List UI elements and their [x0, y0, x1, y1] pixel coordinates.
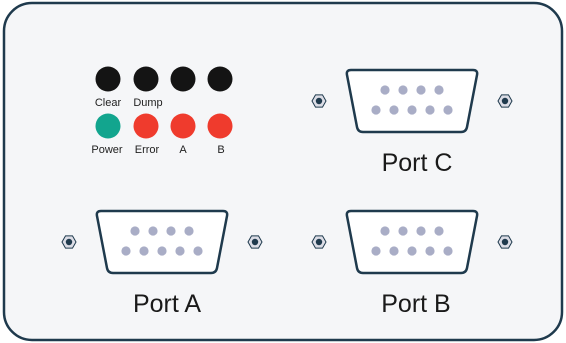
screw-center-icon	[501, 238, 509, 246]
port-c-label: Port C	[382, 149, 453, 177]
port-c-pins	[371, 85, 453, 115]
port-a-pins	[121, 226, 203, 256]
connector-pin	[148, 226, 158, 236]
led-b-label: B	[217, 144, 224, 156]
port-a-shell	[95, 209, 229, 275]
port-a-screw-right	[247, 235, 263, 249]
port-b-label: Port B	[381, 290, 450, 318]
connector-pin	[434, 85, 444, 95]
connector-pin	[193, 246, 203, 256]
connector-pin	[371, 105, 381, 115]
led-unlabeled-4-indicator	[207, 66, 233, 92]
led-power-indicator	[95, 113, 121, 139]
connector-pin	[389, 105, 399, 115]
connector-pin	[398, 226, 408, 236]
port-c-screw-right	[497, 94, 513, 108]
connector-pin	[184, 226, 194, 236]
led-unlabeled-3-indicator	[170, 66, 196, 92]
port-c-screw-left	[311, 94, 327, 108]
connector-pin	[121, 246, 131, 256]
connector-pin	[398, 85, 408, 95]
port-c-connector	[345, 68, 479, 134]
port-a-connector	[95, 209, 229, 275]
led-clear-indicator	[95, 66, 121, 92]
led-dump-label: Dump	[133, 97, 162, 109]
led-error-indicator	[133, 113, 159, 139]
screw-center-icon	[251, 238, 259, 246]
led-a-label: A	[179, 144, 187, 156]
led-a-indicator	[170, 113, 196, 139]
screw-center-icon	[315, 238, 323, 246]
screw-center-icon	[65, 238, 73, 246]
port-b-screw-left	[311, 235, 327, 249]
led-error-label: Error	[135, 144, 160, 156]
connector-pin	[389, 246, 399, 256]
connector-pin	[166, 226, 176, 236]
led-clear-label: Clear	[95, 97, 122, 109]
connector-pin	[371, 246, 381, 256]
connector-pin	[443, 246, 453, 256]
port-b-shell	[345, 209, 479, 275]
connector-pin	[380, 226, 390, 236]
led-b-indicator	[207, 113, 233, 139]
connector-pin	[157, 246, 167, 256]
connector-pin	[416, 226, 426, 236]
connector-pin	[425, 105, 435, 115]
connector-pin	[407, 246, 417, 256]
screw-center-icon	[315, 97, 323, 105]
connector-pin	[130, 226, 140, 236]
led-power-label: Power	[91, 144, 123, 156]
connector-pin	[139, 246, 149, 256]
led-dump-indicator	[133, 66, 159, 92]
connector-pin	[443, 105, 453, 115]
connector-pin	[407, 105, 417, 115]
connector-pin	[434, 226, 444, 236]
port-c-shell	[345, 68, 479, 134]
port-b-screw-right	[497, 235, 513, 249]
connector-pin	[416, 85, 426, 95]
connector-pin	[380, 85, 390, 95]
connector-pin	[425, 246, 435, 256]
connector-pin	[175, 246, 185, 256]
port-a-label: Port A	[133, 290, 201, 318]
port-a-screw-left	[61, 235, 77, 249]
port-b-pins	[371, 226, 453, 256]
screw-center-icon	[501, 97, 509, 105]
port-b-connector	[345, 209, 479, 275]
led-group: Clear Dump Power Error A B	[91, 66, 233, 156]
